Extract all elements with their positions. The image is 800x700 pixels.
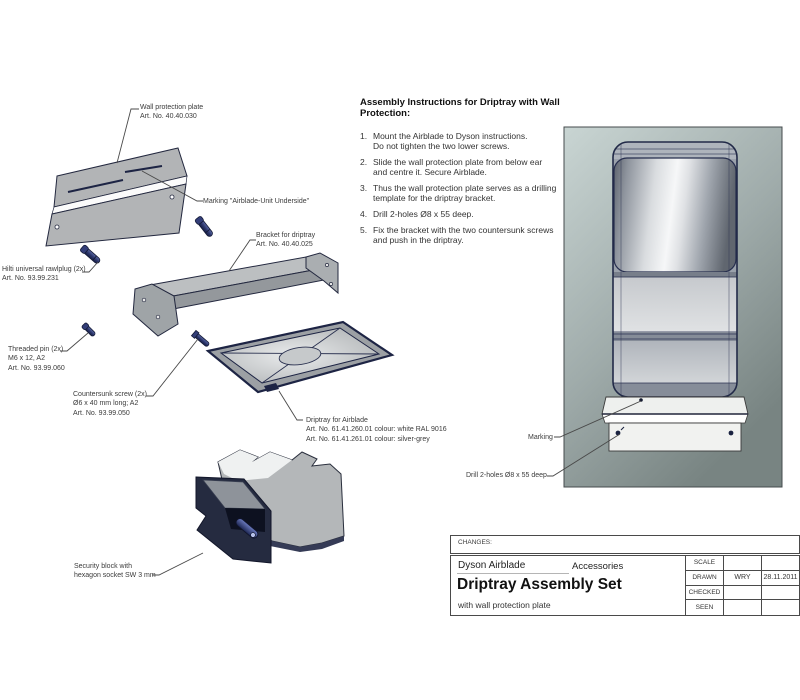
- drawn-label: DRAWN: [686, 570, 724, 586]
- threaded-pin-drawing: [81, 322, 96, 337]
- leader-drill-render: [547, 433, 621, 477]
- wall-render-panel: [563, 126, 783, 488]
- label-bracket: Bracket for driptray Art. No. 40.40.025: [256, 232, 316, 249]
- scale-date: [762, 556, 799, 571]
- instruction-step: 4. Drill 2-holes Ø8 x 55 deep.: [360, 209, 474, 219]
- scale-label: SCALE: [686, 556, 724, 571]
- scale-value: [724, 556, 762, 571]
- plate-slot-marking: [124, 165, 163, 173]
- seen-date: [762, 600, 799, 615]
- changes-label: CHANGES:: [458, 539, 492, 546]
- bracket-drawing: [132, 252, 339, 337]
- category: Accessories: [572, 561, 624, 572]
- instruction-step: 3. Thus the wall protection plate serves…: [360, 183, 557, 203]
- leader-rawlplug: [82, 261, 99, 273]
- leader-threaded-pin: [60, 332, 89, 352]
- leader-bracket: [228, 239, 256, 272]
- divider: [457, 573, 569, 574]
- label-marking-underside: Marking "Airblade-Unit Underside": [203, 198, 310, 205]
- driptray-drawing: [205, 320, 395, 394]
- label-security-block: Security block with hexagon socket SW 3 …: [74, 563, 156, 580]
- leader-lines: [60, 108, 642, 576]
- drill-hole-right: [728, 430, 734, 436]
- label-wall-protection-plate: Wall protection plate Art. No. 40.40.030: [140, 104, 204, 121]
- title-block-main: Dyson Airblade Accessories Driptray Asse…: [450, 555, 800, 616]
- leader-marking-underside: [141, 170, 203, 202]
- changes-row: CHANGES:: [450, 535, 800, 554]
- drawing-title: Driptray Assembly Set: [457, 576, 622, 593]
- label-rawlplug: Hilti universal rawlplug (2x) Art. No. 9…: [2, 266, 86, 283]
- instruction-step: 1. Mount the Airblade to Dyson instructi…: [360, 131, 528, 151]
- leader-driptray: [278, 390, 303, 421]
- rawlplug-pin-left: [80, 244, 101, 264]
- label-driptray: Driptray for Airblade Art. No. 61.41.260…: [306, 417, 447, 443]
- airblade-device-render: [612, 141, 738, 398]
- instruction-step: 2. Slide the wall protection plate from …: [360, 157, 543, 177]
- company-name: Dyson Airblade: [458, 560, 526, 571]
- title-block: CHANGES: Dyson Airblade Accessories Drip…: [450, 535, 800, 616]
- plate-slot: [67, 179, 124, 193]
- countersunk-screw-drawing: [190, 329, 210, 347]
- checked-date: [762, 586, 799, 601]
- leader-marking-render: [554, 400, 642, 438]
- wall-protection-plate-drawing: [45, 147, 188, 247]
- label-countersunk-screw: Countersunk screw (2x) Ø6 x 40 mm long; …: [73, 391, 147, 417]
- label-drill-render: Drill 2-holes Ø8 x 55 deep: [466, 472, 547, 479]
- security-block-drawing: [195, 449, 345, 564]
- leader-countersunk: [146, 338, 199, 397]
- instruction-step: 5. Fix the bracket with the two counters…: [360, 225, 554, 245]
- drawing-subtitle: with wall protection plate: [458, 600, 551, 610]
- rawlplug-pin-right: [194, 216, 213, 237]
- drawn-date: 28.11.2011: [762, 571, 799, 586]
- hexagon-socket: [250, 532, 256, 538]
- marking-dot: [639, 398, 643, 402]
- label-marking-render: Marking: [528, 434, 553, 441]
- leader-wall-plate: [116, 108, 139, 164]
- mounted-driptray-render: [601, 396, 749, 452]
- approval-table: SCALE DRAWN WRY 28.11.2011 CHECKED SEEN: [686, 556, 799, 615]
- seen-value: [724, 600, 762, 615]
- instructions-title: Assembly Instructions for Driptray with …: [360, 97, 560, 119]
- leader-security-block: [152, 552, 204, 576]
- seen-label: SEEN: [686, 600, 724, 615]
- drawn-value: WRY: [724, 570, 762, 586]
- label-threaded-pin: Threaded pin (2x) M6 x 12, A2 Art. No. 9…: [8, 346, 65, 372]
- checked-value: [724, 585, 762, 601]
- checked-label: CHECKED: [686, 585, 724, 601]
- assembly-instructions: Assembly Instructions for Driptray with …: [360, 97, 600, 251]
